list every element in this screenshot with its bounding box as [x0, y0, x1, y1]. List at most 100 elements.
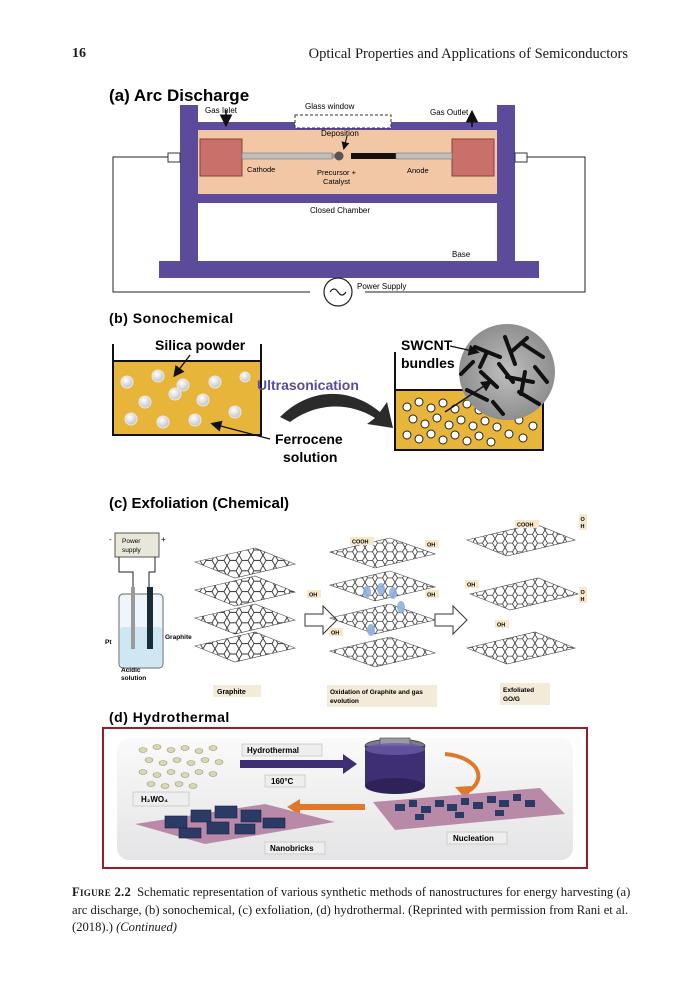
cathode-rod	[241, 152, 333, 160]
precursor-beads	[138, 744, 224, 789]
oh-tag-1	[425, 540, 439, 548]
return-arrow	[287, 799, 365, 815]
panel-d-hydrothermal: (d) Hydrothermal H₂WO₄ Hydrothermal 160°…	[102, 709, 588, 869]
glass-window-label: Glass window	[305, 102, 355, 111]
oh-tag-4	[329, 628, 343, 636]
exfoliated-sheets	[466, 523, 579, 665]
caption-continued: (Continued)	[116, 920, 177, 935]
deposition-arrow	[341, 135, 350, 150]
frame-left-post	[180, 105, 198, 273]
oxidation-label-box	[327, 685, 437, 707]
cathode-block	[199, 138, 243, 177]
anode-rod	[395, 152, 453, 160]
cooh-label-2: COOH	[517, 523, 534, 529]
left-wire	[112, 156, 310, 293]
ultrasonication-arrow	[280, 393, 393, 428]
glass-window	[294, 114, 392, 129]
o-letter-1: O	[581, 517, 586, 523]
nanobricks-label-box	[264, 841, 326, 855]
left-connector	[167, 152, 181, 163]
frame-base	[159, 261, 539, 278]
h2wo4-label: H₂WO₄	[141, 795, 168, 804]
acidic-label-2: solution	[121, 675, 146, 682]
panel-a-title: (a) Arc Discharge	[109, 86, 249, 105]
h-letter-1: H	[581, 524, 585, 530]
frame-middle-bar	[198, 194, 497, 203]
oh-label-4: OH	[331, 631, 339, 637]
panel-d-title: (d) Hydrothermal	[109, 709, 230, 725]
graphite-stack	[194, 547, 296, 663]
oh-tag-2	[307, 590, 321, 598]
silica-powder-label: Silica powder	[155, 337, 246, 353]
hydrothermal-label: Hydrothermal	[247, 746, 299, 755]
silica-particles	[120, 369, 251, 429]
anode-label: Anode	[407, 166, 429, 175]
oh-tag-3	[425, 590, 439, 598]
panel-b-sonochemical: (b) Sonochemical Silica powder Ferrocene…	[109, 310, 555, 465]
figure-label: Figure 2.2	[72, 885, 132, 899]
swcnt-label-1: SWCNT	[401, 337, 453, 353]
ultrasonication-label: Ultrasonication	[257, 377, 359, 393]
h2wo4-label-box	[132, 791, 190, 807]
nuclei-clusters	[395, 794, 535, 820]
ferrocene-label-2: solution	[283, 449, 337, 465]
temperature-label: 160°C	[271, 777, 294, 786]
c-arrow-1	[304, 604, 338, 636]
precursor-pellet	[334, 151, 344, 161]
hydrothermal-arrow	[240, 754, 357, 774]
panel-b-title: (b) Sonochemical	[109, 310, 234, 326]
silica-pointer	[173, 354, 191, 378]
nanotube-strands	[459, 335, 549, 416]
ferrocene-pointer	[210, 420, 271, 440]
o-letter-2: O	[581, 590, 586, 596]
oh-vertical-tag-1	[579, 514, 587, 530]
anode-block	[451, 138, 495, 177]
closed-chamber-label: Closed Chamber	[310, 206, 370, 215]
figure-2-2: (a) Arc Discharge Gas Inlet Glass window…	[102, 86, 588, 869]
frame-right-post	[497, 105, 515, 273]
ferrocene-label-1: Ferrocene	[275, 431, 343, 447]
cooh-tag-1	[350, 537, 374, 545]
pt-label: Pt	[105, 639, 112, 646]
oxidized-stack	[328, 537, 437, 668]
deposition-label: Deposition	[321, 129, 359, 138]
cooh-label-1: COOH	[352, 540, 369, 546]
exfoliated-label-1: Exfoliated	[503, 687, 534, 694]
right-wire	[365, 156, 586, 293]
catalyst-label: Catalyst	[323, 177, 351, 186]
bundle-pointer	[444, 380, 493, 413]
plus-terminal: +	[161, 535, 166, 544]
cathode-label: Cathode	[247, 165, 275, 174]
oh-tag-5	[465, 580, 479, 588]
running-head: Optical Properties and Applications of S…	[308, 46, 628, 62]
oh-label-5: OH	[467, 583, 475, 589]
graphite-electrode-label: Graphite	[165, 634, 192, 641]
base-label: Base	[452, 250, 471, 259]
oh-label-1: OH	[427, 543, 435, 549]
gas-inlet-label: Gas Inlet	[205, 106, 238, 115]
gas-outlet-label: Gas Outlet	[430, 108, 469, 117]
c-arrow-2	[434, 604, 468, 636]
graphite-label-box	[213, 685, 261, 697]
oxidation-label-2: evolution	[330, 698, 359, 705]
anode-rod-dark	[351, 153, 396, 159]
power-supply-label: Power Supply	[357, 282, 406, 291]
power-supply-box	[114, 532, 160, 558]
right-connector	[514, 152, 528, 163]
oh-tag-6	[495, 620, 509, 628]
graphite-label: Graphite	[217, 689, 246, 696]
temperature-label-box	[264, 774, 306, 788]
oh-label-3: OH	[427, 593, 435, 599]
power-supply-label-2: supply	[122, 547, 142, 554]
panel-a-arc-discharge: (a) Arc Discharge Gas Inlet Glass window…	[109, 86, 586, 307]
nucleation-label: Nucleation	[453, 834, 494, 843]
swcnt-pointer	[449, 344, 480, 356]
oh-label-6: OH	[497, 623, 505, 629]
oh-label-2: OH	[309, 593, 317, 599]
closed-chamber	[198, 130, 497, 194]
h-letter-2: H	[581, 597, 585, 603]
caption-text: Schematic representation of various synt…	[72, 885, 631, 935]
nanobricks-blocks	[164, 805, 286, 839]
graphite-electrode	[147, 587, 153, 649]
